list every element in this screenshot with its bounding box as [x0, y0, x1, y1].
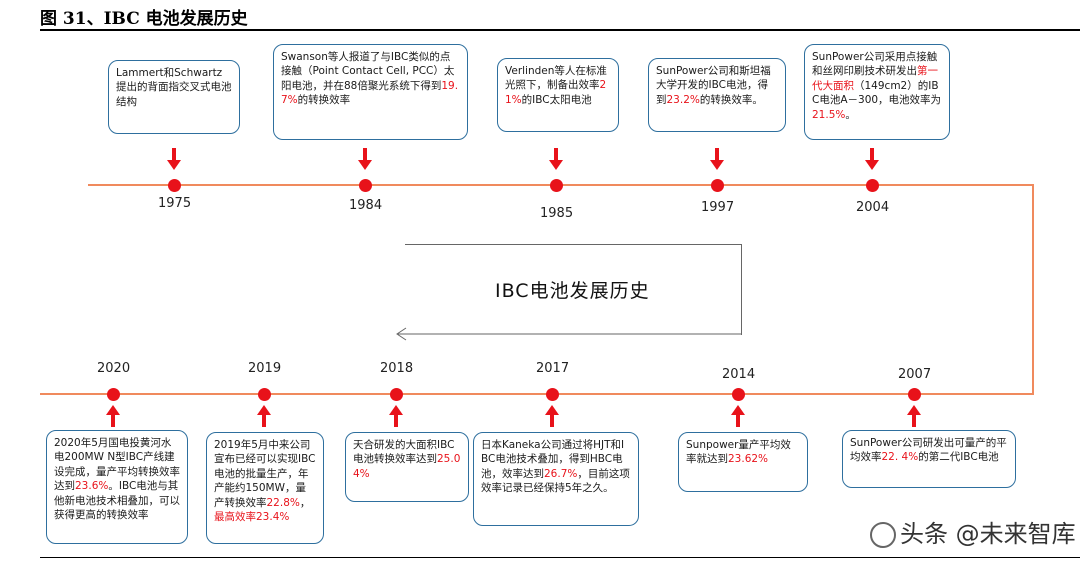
year-label: 2019	[248, 361, 282, 376]
year-label: 2014	[722, 367, 756, 382]
year-label: 2018	[380, 361, 414, 376]
arrow-up-icon	[731, 405, 745, 427]
event-text: 的第二代IBC电池	[918, 451, 999, 464]
event-box-2019: 2019年5月中来公司宣布已经可以实现IBC电池的批量生产，年产能约150MW，…	[206, 432, 324, 544]
timeline-bottom	[40, 393, 1034, 395]
event-box-1997: SunPower公司和斯坦福大学开发的IBC电池，得到23.2%的转换效率。	[648, 58, 786, 132]
event-box-1984: Swanson等人报道了与IBC类似的点接触（Point Contact Cel…	[273, 44, 468, 140]
highlight-text: 23.6%	[75, 480, 109, 493]
highlight-text: 第一代大面积	[812, 65, 938, 92]
event-text: ，目前这项效率记录已经保持5年之久。	[481, 467, 630, 495]
highlight-text: 26.7%	[544, 467, 578, 480]
watermark-text: 头条 @未来智库	[900, 520, 1076, 548]
year-label: 1985	[540, 206, 574, 221]
watermark-logo-icon	[870, 522, 896, 548]
timeline-connector	[1032, 184, 1034, 394]
event-text: （149cm2）的IBC电池A－300，电池效率为	[812, 79, 942, 107]
highlight-text: 23.62%	[728, 453, 769, 466]
event-text: 的转换效率	[297, 94, 351, 107]
timeline-dot	[710, 178, 724, 192]
timeline-dot	[865, 178, 879, 192]
year-label: 1984	[349, 198, 383, 213]
event-text: 天合研发的大面积IBC电池转换效率达到	[353, 439, 455, 466]
arrow-down-icon	[167, 148, 181, 170]
title-rule	[40, 29, 1080, 31]
arrow-up-icon	[106, 405, 120, 427]
center-frame	[405, 244, 742, 335]
arrow-up-icon	[389, 405, 403, 427]
bottom-rule	[40, 557, 1080, 558]
timeline-dot	[257, 387, 271, 401]
year-label: 2017	[536, 361, 570, 376]
highlight-text: 19.7%	[281, 79, 459, 107]
event-text: SunPower公司采用点接触和丝网印刷技术研发出	[812, 51, 938, 78]
highlight-text: 21.5%	[812, 108, 846, 121]
highlight-text: 22. 4%	[881, 451, 919, 464]
event-text: Lammert和Schwartz提出的背面指交叉式电池结构	[116, 67, 232, 108]
year-label: 1975	[158, 196, 192, 211]
event-text: 2020年5月国电投黄河水电200MW N型IBC产线建设完成，量产平均转换效率…	[54, 437, 180, 493]
arrow-down-icon	[358, 148, 372, 170]
event-box-2014: Sunpower量产平均效率就达到23.62%	[678, 432, 808, 492]
left-arrow-icon	[396, 327, 741, 341]
event-text: Swanson等人报道了与IBC类似的点接触（Point Contact Cel…	[281, 51, 455, 92]
year-label: 1997	[701, 200, 735, 215]
highlight-text: 23.2%	[666, 93, 700, 106]
timeline-dot	[167, 178, 181, 192]
event-text: 。IBC电池与其他新电池技术相叠加，可以获得更高的转换效率	[54, 480, 180, 522]
event-box-2020: 2020年5月国电投黄河水电200MW N型IBC产线建设完成，量产平均转换效率…	[46, 430, 188, 544]
timeline-dot	[358, 178, 372, 192]
timeline-dot	[106, 387, 120, 401]
arrow-down-icon	[549, 148, 563, 170]
timeline-dot	[731, 387, 745, 401]
event-text: Verlinden等人在标准光照下，制备出效率	[505, 65, 607, 92]
event-box-1975: Lammert和Schwartz提出的背面指交叉式电池结构	[108, 60, 240, 134]
highlight-text: 25.04%	[353, 453, 461, 480]
watermark: 头条 @未来智库	[870, 514, 1076, 549]
year-label: 2020	[97, 361, 131, 376]
timeline-dot	[907, 387, 921, 401]
highlight-text: 最高效率23.4%	[214, 511, 290, 524]
event-text: SunPower公司和斯坦福大学开发的IBC电池，得到	[656, 65, 771, 106]
center-label: IBC电池发展历史	[495, 280, 650, 302]
arrow-down-icon	[710, 148, 724, 170]
highlight-text: 21%	[505, 79, 607, 106]
event-box-1985: Verlinden等人在标准光照下，制备出效率21%的IBC太阳电池	[497, 58, 619, 132]
year-label: 2007	[898, 367, 932, 382]
highlight-text: 22.8%	[266, 496, 300, 509]
event-text: 的转换效率。	[699, 93, 763, 106]
event-text: 。	[845, 108, 856, 121]
arrow-down-icon	[865, 148, 879, 170]
event-text: 的IBC太阳电池	[521, 93, 592, 106]
event-text: Sunpower量产平均效率就达到	[686, 439, 791, 466]
timeline-dot	[389, 387, 403, 401]
event-box-2018: 天合研发的大面积IBC电池转换效率达到25.04%	[345, 432, 469, 502]
event-box-2017: 日本Kaneka公司通过将HJT和IBC电池技术叠加，得到HBC电池，效率达到2…	[473, 432, 639, 526]
event-text: ，	[299, 496, 311, 509]
event-box-2004: SunPower公司采用点接触和丝网印刷技术研发出第一代大面积（149cm2）的…	[804, 44, 950, 140]
event-text: SunPower公司研发出可量产的平均效率	[850, 437, 1007, 464]
arrow-up-icon	[257, 405, 271, 427]
year-label: 2004	[856, 200, 890, 215]
arrow-up-icon	[545, 405, 559, 427]
timeline-dot	[545, 387, 559, 401]
event-box-2007: SunPower公司研发出可量产的平均效率22. 4%的第二代IBC电池	[842, 430, 1016, 488]
figure-title: 图 31、IBC 电池发展历史	[40, 9, 248, 29]
event-text: 日本Kaneka公司通过将HJT和IBC电池技术叠加，得到HBC电池，效率达到	[481, 439, 625, 480]
arrow-up-icon	[907, 405, 921, 427]
event-text: 2019年5月中来公司宣布已经可以实现IBC电池的批量生产，年产能约150MW，…	[214, 439, 316, 509]
timeline-dot	[549, 178, 563, 192]
